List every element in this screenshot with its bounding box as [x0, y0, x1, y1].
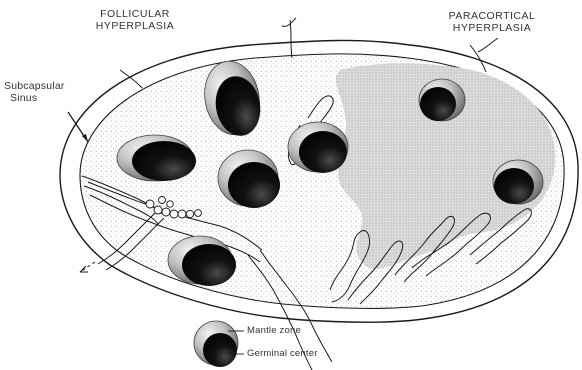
paracortical-heading-line2: HYPERPLASIA — [432, 22, 552, 34]
paracortical-heading-line1: PARACORTICAL — [432, 10, 552, 22]
follicular-heading-line1: FOLLICULAR — [75, 8, 195, 20]
follicular-heading-line2: HYPERPLASIA — [75, 20, 195, 32]
follicle — [493, 160, 543, 204]
follicle — [288, 122, 348, 173]
paracortical-heading: PARACORTICAL HYPERPLASIA — [432, 10, 552, 34]
germinal-center-label: Germinal center — [247, 348, 318, 360]
subcapsular-label-line1: Subcapsular — [4, 80, 94, 92]
subcapsular-sinus-label: Subcapsular Sinus — [4, 80, 94, 104]
legend-follicle — [194, 321, 244, 367]
follicular-heading: FOLLICULAR HYPERPLASIA — [75, 8, 195, 32]
subcapsular-label-line2: Sinus — [4, 92, 94, 104]
mantle-zone-label: Mantle zone — [247, 325, 301, 337]
follicle — [419, 79, 465, 121]
